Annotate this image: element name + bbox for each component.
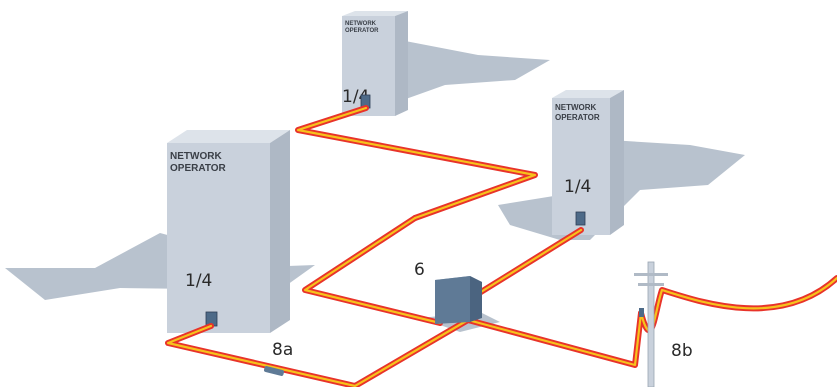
building-left-operator-line2: OPERATOR <box>170 163 227 174</box>
building-left-front <box>167 143 270 333</box>
building-top-operator-line2: OPERATOR <box>345 28 379 34</box>
termination-box-icon <box>575 211 586 226</box>
building-right-side <box>610 90 624 235</box>
building-top-side <box>395 11 408 116</box>
pole-crossarm-2 <box>638 283 664 286</box>
cable-aerial-core <box>639 276 837 332</box>
building-right-operator-line1: NETWORK <box>555 103 597 112</box>
cabinet-front <box>435 276 470 324</box>
building-left-side <box>270 130 290 333</box>
fiber-cables <box>165 105 837 387</box>
pole-termination <box>639 308 644 317</box>
building-top-operator-line1: NETWORK <box>345 21 377 27</box>
cable-loop-to-cabinet-core <box>303 216 442 325</box>
cabinet-side <box>470 276 482 322</box>
building-right: NETWORK OPERATOR 1/4 <box>552 90 624 235</box>
cable-inner <box>166 106 837 387</box>
building-top-roof <box>342 11 408 16</box>
pole-crossarm-1 <box>634 273 668 276</box>
cable-top-to-right <box>295 105 538 221</box>
pole-shaft <box>647 261 655 387</box>
building-right-fraction: 1/4 <box>564 177 591 197</box>
cable-right-to-cabinet-core <box>466 228 583 302</box>
building-left-fraction: 1/4 <box>185 271 212 291</box>
splice-label: 8a <box>272 340 293 360</box>
building-left-operator-line1: NETWORK <box>170 151 222 162</box>
cabinet-icon <box>435 276 482 324</box>
building-right-roof <box>552 90 624 98</box>
building-top: NETWORK OPERATOR 1/4 <box>342 11 408 116</box>
cabinet-label: 6 <box>414 260 425 280</box>
building-right-operator-line2: OPERATOR <box>555 113 600 122</box>
cable-top-to-right-core <box>296 106 537 220</box>
utility-pole-icon <box>634 261 668 387</box>
building-left: NETWORK OPERATOR 1/4 <box>167 130 290 333</box>
building-left-roof <box>167 130 290 143</box>
cable-aerial <box>638 275 837 334</box>
cable-left-to-splice-core <box>166 318 470 387</box>
pole-label: 8b <box>671 341 693 361</box>
cable-cabinet-to-pole-core <box>466 311 643 367</box>
splice-closure-icon <box>263 366 285 376</box>
